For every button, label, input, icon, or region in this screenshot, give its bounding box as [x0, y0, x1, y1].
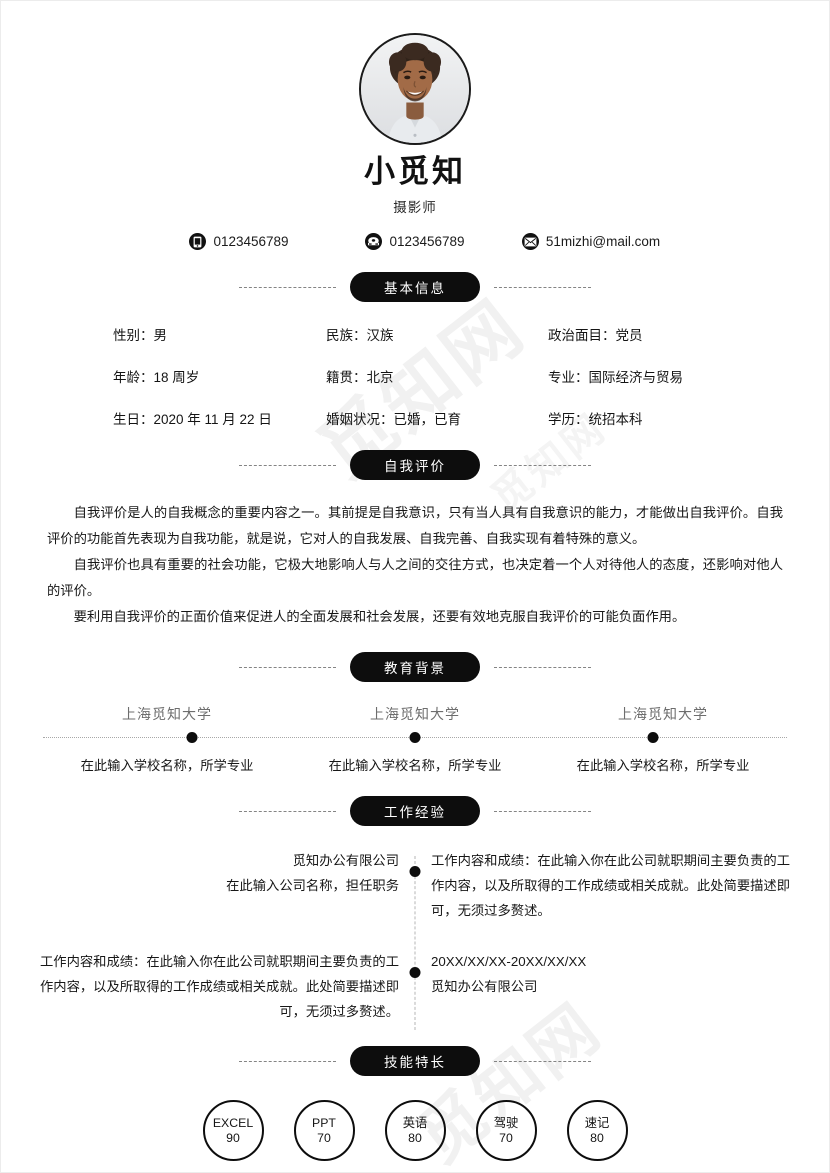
work-company: 觅知办公有限公司 [292, 853, 399, 869]
basic-info-major: 专业：国际经济与贸易 [548, 370, 683, 386]
telephone-icon [365, 233, 383, 251]
work-description: 工作内容和成绩：在此输入你在此公司就职期间主要负责的工作内容，以及所取得的工作成… [39, 954, 399, 1020]
contact-mobile: 0123456789 [151, 233, 327, 251]
skill-name: 速记 [584, 1116, 610, 1131]
basic-info-grid: 性别：男 民族：汉族 政治面目：党员 年龄：18 周岁 籍贯：北京 专业：国际经… [1, 324, 829, 428]
dash-line-right [494, 1060, 591, 1062]
resume-header: 小觅知 摄影师 0123456789 0123456789 [1, 1, 829, 251]
basic-info-political: 政治面目：党员 [548, 328, 643, 344]
work-entry-right: 20XX/XX/XX-20XX/XX/XX 觅知办公有限公司 [415, 949, 799, 1024]
work-entry: 觅知办公有限公司 在此输入公司名称，担任职务 工作内容和成绩：在此输入你在此公司… [31, 848, 799, 923]
work-company: 觅知办公有限公司 [431, 979, 538, 995]
section-header-work: 工作经验 [1, 796, 829, 827]
contact-telephone: 0123456789 [327, 233, 503, 251]
education-timeline: 上海觅知大学 上海觅知大学 上海觅知大学 在此输入学校名称，所学专业 在此输入学… [1, 704, 829, 774]
skill-name: PPT [312, 1116, 336, 1131]
work-entry-right: 工作内容和成绩：在此输入你在此公司就职期间主要负责的工作内容，以及所取得的工作成… [415, 848, 799, 923]
basic-info-ethnicity: 民族：汉族 [326, 328, 394, 344]
contact-row: 0123456789 0123456789 51mizhi@mail.com [1, 233, 829, 251]
work-timeline: 觅知办公有限公司 在此输入公司名称，担任职务 工作内容和成绩：在此输入你在此公司… [1, 848, 829, 1031]
evaluation-paragraph: 自我评价是人的自我概念的重要内容之一。其前提是自我意识，只有当人具有自我意识的能… [47, 505, 783, 547]
skill-badge-driving: 驾驶 70 [475, 1100, 537, 1162]
skill-badge-ppt: PPT 70 [293, 1100, 355, 1162]
education-school: 上海觅知大学 [618, 708, 708, 724]
skill-value: 80 [590, 1130, 604, 1145]
education-desc: 在此输入学校名称，所学专业 [80, 758, 254, 774]
education-school: 上海觅知大学 [122, 708, 212, 724]
section-title-work: 工作经验 [350, 796, 480, 827]
contact-telephone-value: 0123456789 [389, 234, 465, 250]
evaluation-paragraph: 要利用自我评价的正面价值来促进人的全面发展和社会发展，还要有效地克服自我评价的可… [73, 609, 686, 625]
email-icon [521, 233, 539, 251]
work-description: 工作内容和成绩：在此输入你在此公司就职期间主要负责的工作内容，以及所取得的工作成… [431, 853, 791, 919]
education-school-row: 上海觅知大学 上海觅知大学 上海觅知大学 [1, 704, 829, 724]
page-title: 小觅知 [364, 154, 466, 189]
skill-value: 80 [408, 1130, 422, 1145]
education-desc-row: 在此输入学校名称，所学专业 在此输入学校名称，所学专业 在此输入学校名称，所学专… [1, 755, 829, 774]
timeline-dot [186, 732, 198, 744]
education-timeline-line [43, 732, 787, 744]
education-desc: 在此输入学校名称，所学专业 [576, 758, 750, 774]
basic-info-birthday: 生日：2020 年 11 月 22 日 [113, 412, 272, 428]
contact-email-value: 51mizhi@mail.com [545, 234, 661, 250]
dash-line-right [494, 666, 591, 668]
avatar [359, 33, 471, 145]
dash-line-left [239, 1060, 336, 1062]
dash-line-right [494, 810, 591, 812]
basic-info-marital: 婚姻状况：已婚，已育 [326, 412, 461, 428]
dash-line-left [239, 810, 336, 812]
education-desc: 在此输入学校名称，所学专业 [328, 758, 502, 774]
timeline-dot [647, 732, 659, 744]
contact-email: 51mizhi@mail.com [503, 233, 679, 251]
dash-line-right [494, 286, 591, 288]
skill-name: 英语 [402, 1116, 428, 1131]
timeline-dot [409, 732, 421, 744]
timeline-dot [409, 967, 421, 979]
evaluation-paragraph: 自我评价也具有重要的社会功能，它极大地影响人与人之间的交往方式，也决定着一个人对… [47, 557, 783, 599]
skill-name: EXCEL [212, 1116, 254, 1131]
dotted-line [414, 856, 416, 1031]
job-title: 摄影师 [393, 200, 437, 216]
section-title-evaluation: 自我评价 [350, 450, 480, 481]
contact-mobile-value: 0123456789 [213, 234, 289, 250]
skill-badge-shorthand: 速记 80 [566, 1100, 628, 1162]
skill-badge-english: 英语 80 [384, 1100, 446, 1162]
section-header-skills: 技能特长 [1, 1046, 829, 1077]
dash-line-left [239, 286, 336, 288]
work-date-range: 20XX/XX/XX-20XX/XX/XX [431, 954, 587, 970]
basic-info-gender: 性别：男 [113, 328, 167, 344]
skill-value: 70 [317, 1130, 331, 1145]
basic-info-age: 年龄：18 周岁 [113, 370, 200, 386]
portrait-photo-icon [361, 35, 469, 143]
dash-line-left [239, 666, 336, 668]
skill-value: 70 [499, 1130, 513, 1145]
mobile-phone-icon [189, 233, 207, 251]
dash-line-left [239, 464, 336, 466]
basic-info-education: 学历：统招本科 [548, 412, 643, 428]
section-title-education: 教育背景 [350, 652, 480, 683]
dash-line-right [494, 464, 591, 466]
timeline-dot [409, 866, 421, 878]
evaluation-body: 自我评价是人的自我概念的重要内容之一。其前提是自我意识，只有当人具有自我意识的能… [1, 500, 829, 630]
work-entry-left: 工作内容和成绩：在此输入你在此公司就职期间主要负责的工作内容，以及所取得的工作成… [31, 949, 415, 1024]
section-title-basic: 基本信息 [350, 272, 480, 303]
skill-name: 驾驶 [493, 1116, 519, 1131]
work-position: 在此输入公司名称，担任职务 [226, 878, 399, 894]
section-header-basic: 基本信息 [1, 272, 829, 303]
education-school: 上海觅知大学 [370, 708, 460, 724]
skill-value: 90 [226, 1130, 240, 1145]
skills-row: EXCEL 90 PPT 70 英语 80 驾驶 70 速记 80 [1, 1100, 829, 1162]
section-title-skills: 技能特长 [350, 1046, 480, 1077]
section-header-education: 教育背景 [1, 652, 829, 683]
basic-info-hometown: 籍贯：北京 [326, 370, 394, 386]
skill-badge-excel: EXCEL 90 [202, 1100, 264, 1162]
work-entry: 工作内容和成绩：在此输入你在此公司就职期间主要负责的工作内容，以及所取得的工作成… [31, 949, 799, 1024]
work-entry-left: 觅知办公有限公司 在此输入公司名称，担任职务 [31, 848, 415, 923]
section-header-evaluation: 自我评价 [1, 450, 829, 481]
